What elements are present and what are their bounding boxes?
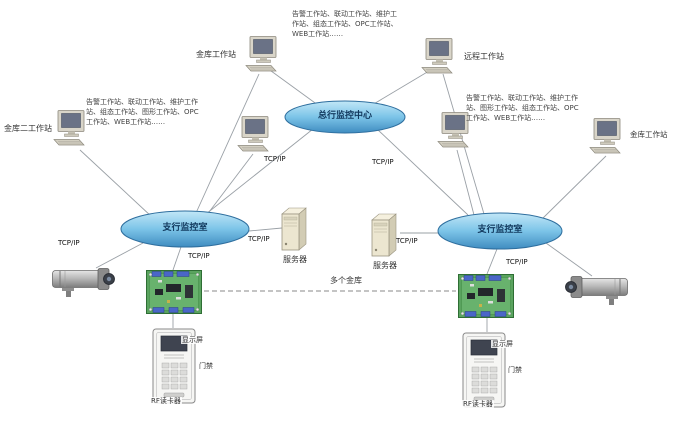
terminal-right-door-label: 门禁: [507, 366, 523, 375]
annotation-line: 告警工作站、联动工作站、维护工: [292, 10, 397, 18]
tcpip-label: TCP/IP: [372, 158, 394, 166]
annotation-line: 工作站、WEB工作站……: [86, 117, 166, 126]
terminal-right-screen-label: 显示屏: [491, 340, 514, 349]
workstation-far-right-icon: [588, 118, 628, 154]
terminal-left-door-label: 门禁: [198, 362, 214, 371]
server-left-label: 服务器: [283, 255, 307, 264]
tcpip-label: TCP/IP: [506, 258, 528, 266]
annotation-left: 告警工作站、联动工作站、维护工作 站、组态工作站、图形工作站、OPC 工作站、W…: [86, 98, 199, 127]
server-right-label: 服务器: [373, 261, 397, 270]
server-left-icon: [280, 206, 310, 252]
controller-board-right-icon: [458, 274, 514, 318]
terminal-right-reader-label: RF读卡器: [462, 400, 494, 409]
right-cloud-label: 支行监控室: [477, 225, 523, 235]
tcpip-label: TCP/IP: [58, 239, 80, 247]
workstation-top-right-label: 远程工作站: [464, 52, 504, 61]
controller-board-left-icon: [146, 270, 202, 314]
annotation-line: 告警工作站、联动工作站、维护工作: [466, 94, 578, 102]
tcpip-label: TCP/IP: [396, 237, 418, 245]
left-cloud-label: 支行监控室: [162, 223, 208, 233]
network-links: [79, 67, 607, 332]
tcpip-label: TCP/IP: [264, 155, 286, 163]
annotation-line: 站、组态工作站、图形工作站、OPC: [86, 107, 199, 116]
multi-vault-label: 多个金库: [330, 276, 362, 285]
annotation-top: 告警工作站、联动工作站、维护工 作站、组态工作站、OPC工作站、 WEB工作站……: [292, 10, 398, 39]
annotation-line: 作站、组态工作站、OPC工作站、: [292, 19, 398, 28]
tcpip-label: TCP/IP: [248, 235, 270, 243]
tcpip-label: TCP/IP: [188, 252, 210, 260]
cctv-camera-left-icon: [52, 264, 116, 298]
cctv-camera-right-icon: [564, 272, 628, 306]
annotation-line: 告警工作站、联动工作站、维护工作: [86, 98, 198, 106]
center-cloud-label: 总行监控中心: [317, 111, 372, 121]
annotation-line: 工作站、WEB工作站……: [466, 113, 546, 122]
annotation-line: WEB工作站……: [292, 29, 344, 38]
right-cloud-shape: [437, 212, 563, 250]
annotation-right: 告警工作站、联动工作站、维护工作 站、图形工作站、组态工作站、OPC 工作站、W…: [466, 94, 579, 123]
terminal-left-reader-label: RF读卡器: [150, 397, 182, 406]
workstation-far-right-label: 金库工作站: [630, 130, 668, 139]
annotation-line: 站、图形工作站、组态工作站、OPC: [466, 103, 579, 112]
left-cloud-shape: [120, 210, 250, 248]
workstation-top-left-label: 金库工作站: [196, 50, 236, 59]
center-cloud-shape: [284, 100, 406, 134]
server-right-icon: [370, 212, 400, 258]
workstation-top-right-icon: [420, 38, 460, 74]
workstation-left-label: 金库二工作站: [4, 124, 52, 133]
terminal-left-screen-label: 显示屏: [181, 336, 204, 345]
workstation-top-left-icon: [244, 36, 284, 72]
workstation-center-left-icon: [236, 116, 276, 152]
